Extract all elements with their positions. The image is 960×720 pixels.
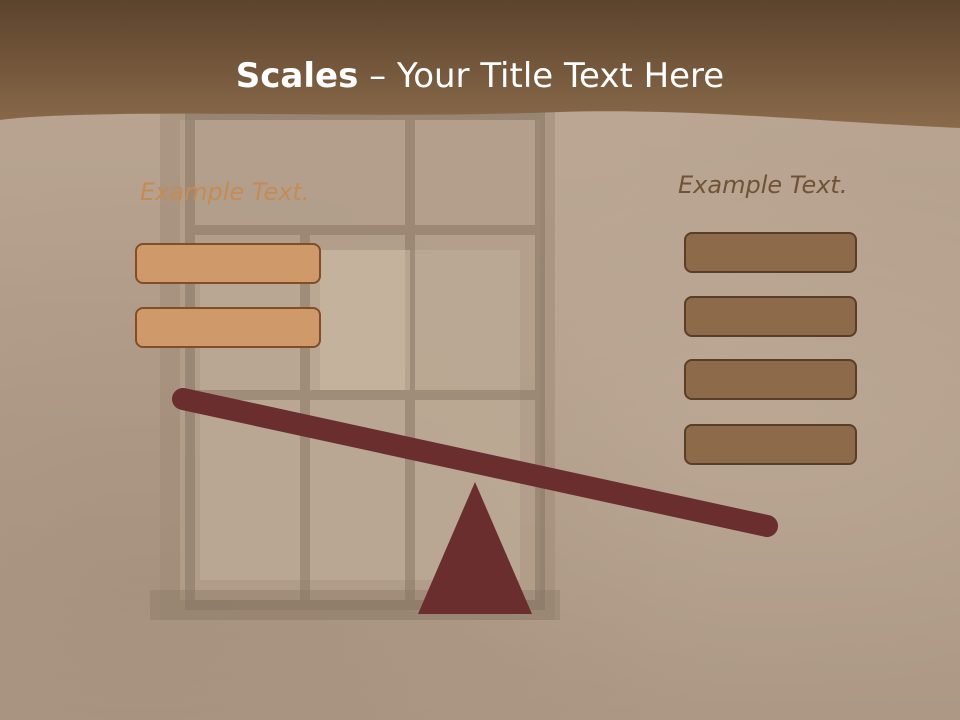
left-example-text: Example Text.	[140, 178, 310, 206]
right-box-3[interactable]	[684, 359, 857, 400]
header-band	[0, 0, 960, 128]
left-box-1[interactable]	[135, 243, 321, 284]
right-box-4[interactable]	[684, 424, 857, 465]
right-box-2[interactable]	[684, 296, 857, 337]
slide-title-bold: Scales	[235, 56, 359, 96]
left-box-2[interactable]	[135, 307, 321, 348]
slide-title: Scales – Your Title Text Here	[0, 54, 960, 98]
scale-fulcrum	[418, 482, 532, 614]
right-example-text: Example Text.	[678, 171, 848, 199]
right-box-1[interactable]	[684, 232, 857, 273]
scale-beam	[172, 388, 778, 537]
slide-title-rest: – Your Title Text Here	[358, 56, 725, 96]
